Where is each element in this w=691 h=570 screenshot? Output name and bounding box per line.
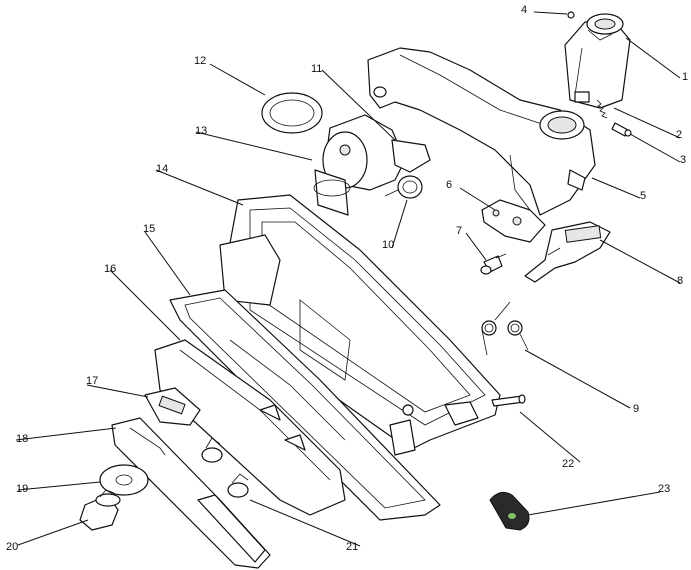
- part-14-housing: [219, 194, 501, 456]
- callout-2: 2: [676, 129, 682, 141]
- callout-8: 8: [677, 275, 683, 287]
- part-20-bolt: [79, 489, 121, 531]
- callout-19: 19: [16, 483, 28, 495]
- part-8-latch: [524, 221, 611, 283]
- part-22-pin: [491, 394, 526, 407]
- callout-17: 17: [86, 375, 98, 387]
- part-12-o-ring: [261, 92, 323, 134]
- callout-5: 5: [640, 190, 646, 202]
- part-19-washer: [99, 464, 149, 496]
- part-10-spring: [384, 175, 423, 199]
- callout-7: 7: [456, 225, 462, 237]
- part-9-torsion-springs: [481, 301, 529, 356]
- callout-18: 18: [16, 433, 28, 445]
- part-6-cam: [481, 199, 546, 243]
- part-4-ball: [567, 11, 575, 19]
- part-2-spring: [596, 99, 608, 119]
- part-1-lock-cylinder: [564, 13, 631, 109]
- part-16-base: [154, 339, 346, 516]
- part-15-gasket: [169, 289, 441, 521]
- part-7-screw: [480, 253, 507, 275]
- callout-16: 16: [104, 263, 116, 275]
- part-18-trim-cover: [111, 417, 271, 569]
- callout-21: 21: [346, 541, 358, 553]
- part-21-screws: [201, 437, 249, 498]
- callout-3: 3: [680, 154, 686, 166]
- leader-lines: [15, 11, 681, 547]
- callout-13: 13: [195, 125, 207, 137]
- callout-6: 6: [446, 179, 452, 191]
- callout-4: 4: [521, 4, 527, 16]
- part-13-shaft-assembly: [313, 114, 431, 216]
- part-3-pin: [611, 122, 632, 137]
- part-17-insert: [144, 387, 201, 426]
- callout-labels: 1 2 3 4 5 6 7 8 9 10 11 12 13 14 15 16 1…: [6, 4, 688, 553]
- callout-20: 20: [6, 541, 18, 553]
- callout-23: 23: [658, 483, 670, 495]
- callout-11: 11: [311, 63, 322, 75]
- part-5-handle: [367, 47, 596, 216]
- callout-15: 15: [143, 223, 155, 235]
- callout-10: 10: [382, 239, 394, 251]
- callout-12: 12: [194, 55, 206, 67]
- callout-1: 1: [682, 71, 688, 83]
- callout-22: 22: [562, 458, 574, 470]
- callout-14: 14: [156, 163, 168, 175]
- callout-9: 9: [633, 403, 639, 415]
- part-23-key-fob: [489, 491, 530, 531]
